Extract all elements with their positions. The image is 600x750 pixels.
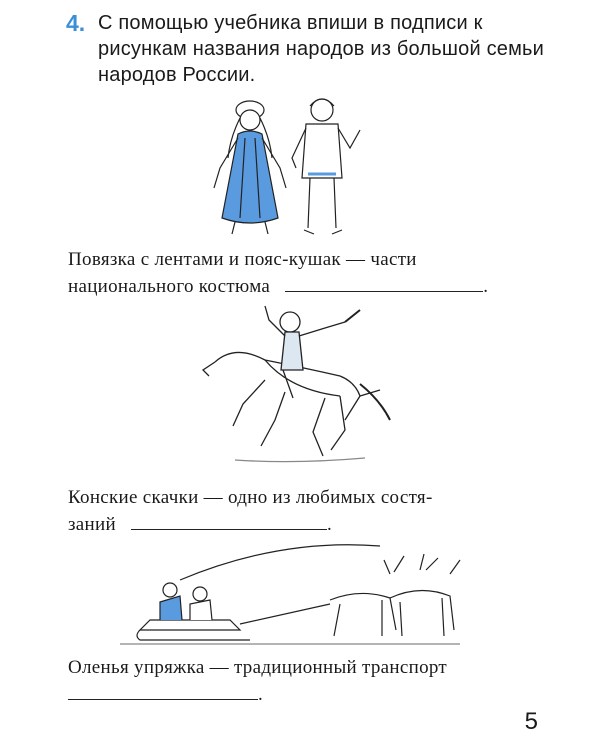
answer-blank-reindeer[interactable] (68, 681, 258, 700)
answer-blank-costume[interactable] (285, 273, 484, 292)
caption-costume: Повязка с лентами и пояс-кушак — части н… (68, 246, 538, 300)
caption-costume-line2: национального костюма (68, 276, 271, 297)
task-block: 4. С помощью учебника впиши в подписи к … (66, 10, 548, 88)
answer-blank-horse-race[interactable] (131, 511, 328, 530)
page-number: 5 (524, 708, 538, 735)
horse-race-illustration (201, 305, 391, 463)
caption-reindeer: Оленья упряжка — традиционный транспорт … (68, 654, 538, 708)
caption-horse-race: Конские скачки — одно из любимых состя- … (68, 484, 538, 538)
caption-costume-line1: Повязка с лентами и пояс-кушак — части (68, 249, 417, 270)
caption-horse-race-line1: Конские скачки — одно из любимых состя- (68, 487, 433, 508)
reindeer-sledge-illustration (120, 544, 461, 645)
task-instruction: С помощью учебника впиши в подписи к рис… (98, 12, 545, 86)
caption-horse-race-line2: заний (68, 514, 116, 535)
caption-reindeer-line1: Оленья упряжка — традиционный транспорт (68, 657, 448, 678)
task-number: 4. (66, 10, 86, 36)
costume-illustration (213, 98, 361, 235)
